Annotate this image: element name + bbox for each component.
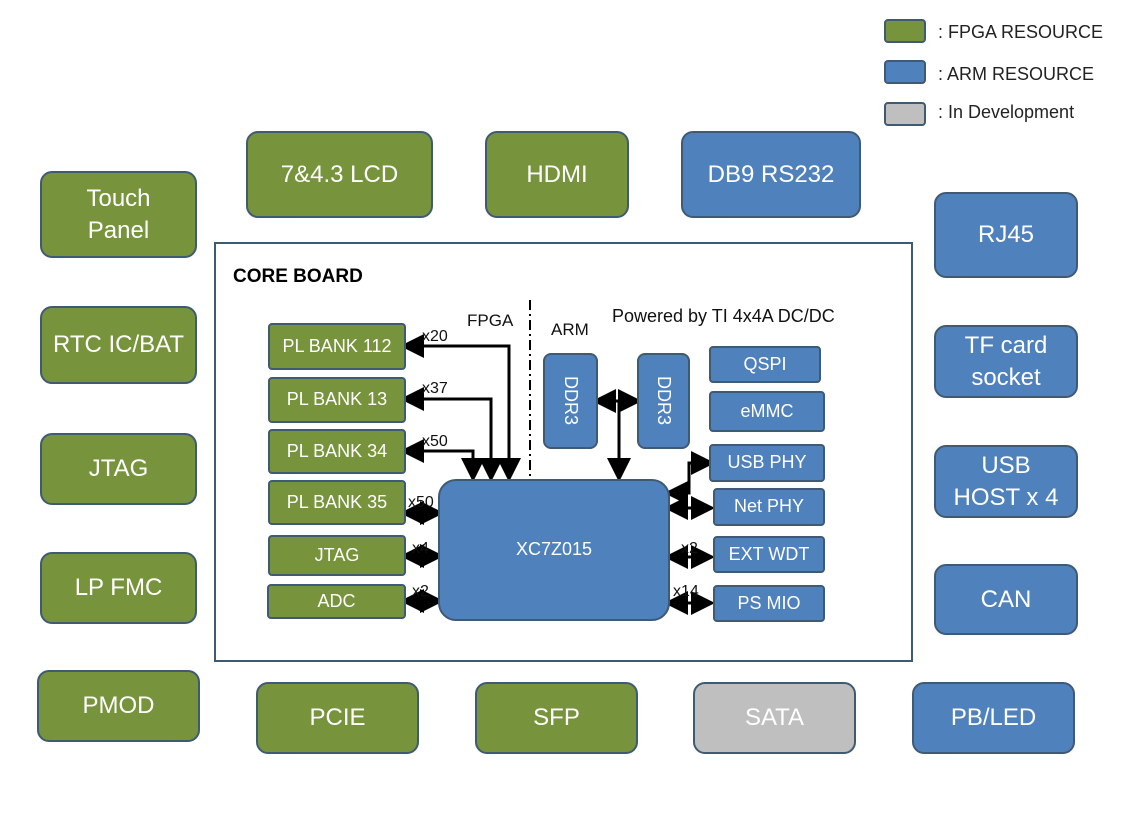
sata-block: SATA bbox=[693, 682, 856, 754]
jtag-inner-block: JTAG bbox=[268, 535, 406, 576]
pl-bank-34-block: PL BANK 34 bbox=[268, 429, 406, 474]
width-label-wdt: x2 bbox=[681, 540, 698, 557]
emmc-block: eMMC bbox=[709, 391, 825, 432]
legend-swatch-fpga bbox=[884, 19, 926, 43]
pmod-block: PMOD bbox=[37, 670, 200, 742]
width-label-bank35: x50 bbox=[408, 494, 434, 511]
tf-card-block: TF card socket bbox=[934, 325, 1078, 398]
ps-mio-block: PS MIO bbox=[713, 585, 825, 622]
usb-host-block: USB HOST x 4 bbox=[934, 445, 1078, 518]
lp-fmc-block: LP FMC bbox=[40, 552, 197, 624]
legend-swatch-dev bbox=[884, 102, 926, 126]
width-label-jtag: x4 bbox=[412, 540, 429, 557]
pl-bank-112-block: PL BANK 112 bbox=[268, 323, 406, 370]
core-board-title: CORE BOARD bbox=[233, 266, 363, 287]
pcie-block: PCIE bbox=[256, 682, 419, 754]
lcd-block: 7&4.3 LCD bbox=[246, 131, 433, 218]
touch-panel-block: Touch Panel bbox=[40, 171, 197, 258]
legend-label-fpga: : FPGA RESOURCE bbox=[938, 22, 1104, 42]
pl-bank-35-block: PL BANK 35 bbox=[268, 480, 406, 525]
ddr3-block-1: DDR3 bbox=[543, 353, 598, 449]
legend-label-dev: : In Development bbox=[938, 102, 1075, 122]
legend-swatch-arm bbox=[884, 60, 926, 84]
fpga-label: FPGA bbox=[467, 311, 514, 330]
legend-label-arm: : ARM RESOURCE bbox=[938, 64, 1095, 84]
adc-block: ADC bbox=[267, 584, 406, 619]
pb-led-block: PB/LED bbox=[912, 682, 1075, 754]
hdmi-block: HDMI bbox=[485, 131, 629, 218]
width-label-adc: x2 bbox=[412, 583, 429, 600]
usb-phy-block: USB PHY bbox=[709, 444, 825, 482]
pl-bank-13-block: PL BANK 13 bbox=[268, 377, 406, 423]
sfp-block: SFP bbox=[475, 682, 638, 754]
width-label-bank34: x50 bbox=[422, 433, 448, 450]
soc-xc7z015-block: XC7Z015 bbox=[438, 479, 670, 621]
arm-label: ARM bbox=[551, 320, 589, 339]
ext-wdt-block: EXT WDT bbox=[713, 536, 825, 573]
width-label-psmio: x14 bbox=[673, 583, 699, 600]
can-block: CAN bbox=[934, 564, 1078, 635]
ddr3-block-2: DDR3 bbox=[637, 353, 690, 449]
rtc-block: RTC IC/BAT bbox=[40, 306, 197, 384]
width-label-bank13: x37 bbox=[422, 380, 448, 397]
width-label-bank112: x20 bbox=[422, 328, 448, 345]
jtag-peripheral-block: JTAG bbox=[40, 433, 197, 505]
db9-rs232-block: DB9 RS232 bbox=[681, 131, 861, 218]
rj45-block: RJ45 bbox=[934, 192, 1078, 278]
power-label: Powered by TI 4x4A DC/DC bbox=[612, 306, 835, 326]
net-phy-block: Net PHY bbox=[713, 488, 825, 526]
qspi-block: QSPI bbox=[709, 346, 821, 383]
